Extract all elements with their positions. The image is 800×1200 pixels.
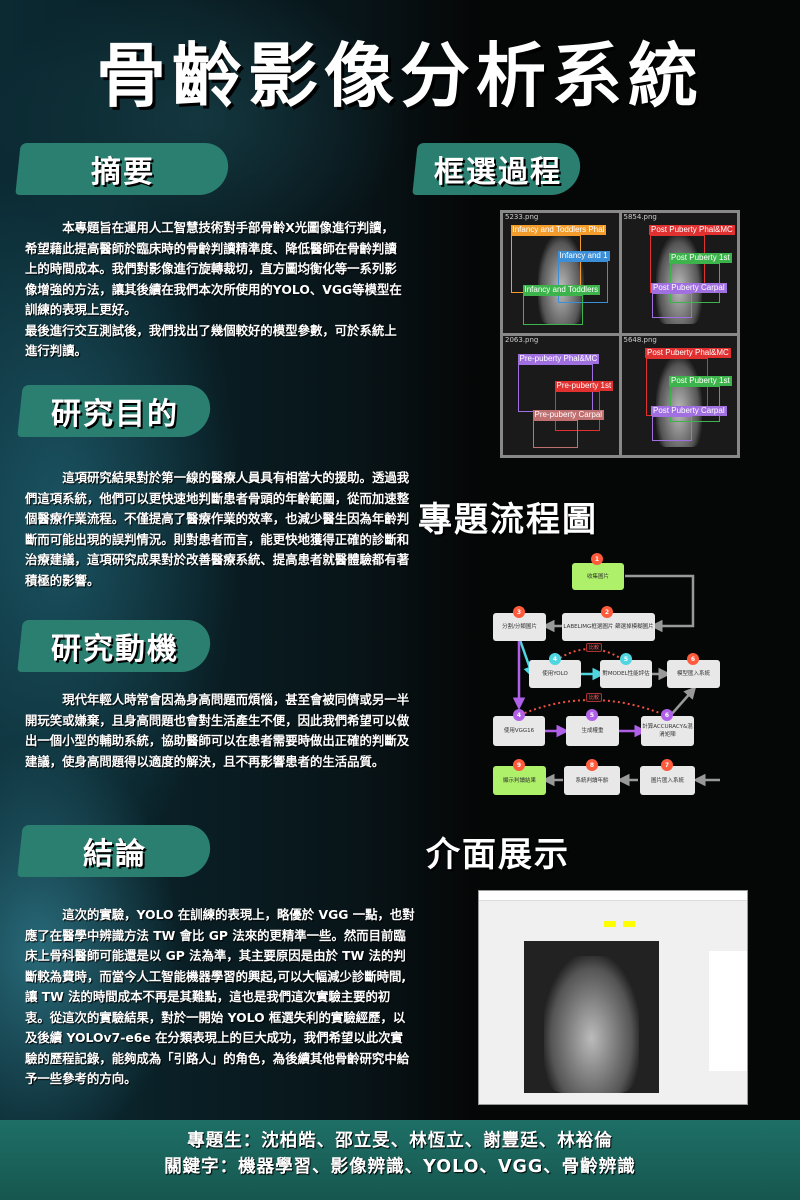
step-number: 1 xyxy=(591,553,603,565)
box-label: Post Puberty 1st xyxy=(669,253,732,263)
step-number: 6 xyxy=(661,709,673,721)
box-label: Infancy and Toddlers Phal xyxy=(510,225,607,235)
xray-image: 2063.png Pre-puberty Phal&MC Pre-puberty… xyxy=(503,335,619,455)
box-label: Post Puberty 1st xyxy=(669,375,732,386)
compare-tag: 比較 xyxy=(586,643,603,652)
purpose-text: 這項研究結果對於第一線的醫療人員具有相當大的援助。透過我們這項系統，他們可以更快… xyxy=(25,468,410,591)
step-number: 4 xyxy=(549,653,561,665)
xray-image: 5233.png Infancy and Toddlers Phal Infan… xyxy=(503,213,619,333)
interface-screenshot xyxy=(478,890,748,1105)
file-name: 5233.png xyxy=(505,213,539,221)
box-label: Post Puberty Carpal xyxy=(651,405,727,416)
purpose-heading: 研究目的 xyxy=(51,397,179,432)
motivation-heading: 研究動機 xyxy=(51,632,179,667)
students: 專題生：沈柏皓、邵立旻、林恆立、謝豐廷、林裕倫 xyxy=(187,1131,613,1151)
poster-title: 骨齡影像分析系統 xyxy=(96,35,704,117)
boxing-images: 5233.png Infancy and Toddlers Phal Infan… xyxy=(500,210,740,458)
flow-step: LABELIMG框選圖片 篩選掉模糊圖片 xyxy=(562,613,655,641)
flow-step: 圖片匯入系統 xyxy=(640,766,695,795)
file-name: 2063.png xyxy=(505,335,539,344)
abstract-body: 本專題旨在運用人工智慧技術對手部骨齡X光圖像進行判讀，希望藉此提高醫師於臨床時的… xyxy=(25,220,402,317)
purpose-body: 這項研究結果對於第一線的醫療人員具有相當大的援助。透過我們這項系統，他們可以更快… xyxy=(25,470,410,588)
conclusion-banner: 結論 xyxy=(17,825,213,877)
box-label: Pre-puberty Carpal xyxy=(532,409,605,420)
flowchart: 收集圖片 LABELIMG框選圖片 篩選掉模糊圖片 分割/分類圖片 使用YOLO… xyxy=(490,550,720,810)
file-name: 5854.png xyxy=(623,213,657,221)
purpose-banner: 研究目的 xyxy=(17,385,213,437)
step-number: 2 xyxy=(601,606,613,618)
conclusion-text: 這次的實驗，YOLO 在訓練的表現上，略優於 VGG 一點，也對應了在醫學中辨識… xyxy=(25,905,415,1090)
abstract-text: 本專題旨在運用人工智慧技術對手部骨齡X光圖像進行判讀，希望藉此提高醫師於臨床時的… xyxy=(25,218,405,362)
step-number: 9 xyxy=(513,759,525,771)
box-label: Post Puberty Phal&MC xyxy=(649,225,735,235)
window-titlebar xyxy=(479,891,747,901)
step-number: 5 xyxy=(586,709,598,721)
step-number: 7 xyxy=(661,759,673,771)
flow-step: 生成權重 xyxy=(566,716,619,746)
file-name: 5648.png xyxy=(623,335,657,344)
motivation-body: 現代年輕人時常會因為身高問題而煩惱，甚至會被同儕或另一半開玩笑或嫌棄，且身高問題… xyxy=(25,692,410,769)
box-label: Pre-puberty Phal&MC xyxy=(517,353,600,364)
conclusion-heading: 結論 xyxy=(83,837,147,872)
motivation-banner: 研究動機 xyxy=(17,620,213,672)
interface-banner: 介面展示 xyxy=(407,825,587,877)
abstract-body2: 最後進行交互測試後，我們找出了幾個較好的模型參數，可於系統上進行判讀。 xyxy=(25,322,397,359)
flow-step: 計算ACCURACY&混淆矩陣 xyxy=(641,716,694,746)
boxing-banner: 框選過程 xyxy=(412,143,583,195)
box-label: Post Puberty Carpal xyxy=(651,283,727,293)
box-label: Pre-puberty 1st xyxy=(554,380,614,391)
motivation-text: 現代年輕人時常會因為身高問題而煩惱，甚至會被同儕或另一半開玩笑或嫌棄，且身高問題… xyxy=(25,690,410,772)
box-label: Infancy and Toddlers xyxy=(522,285,601,295)
box-label: Post Puberty Phal&MC xyxy=(645,347,731,358)
flowchart-heading: 專題流程圖 xyxy=(417,499,598,540)
app-button xyxy=(623,921,635,927)
footer: 專題生：沈柏皓、邵立旻、林恆立、謝豐廷、林裕倫 關鍵字：機器學習、影像辨識、YO… xyxy=(0,1120,800,1200)
interface-heading: 介面展示 xyxy=(425,834,570,875)
flow-step: 使用VGG16 xyxy=(493,716,545,746)
xray-display xyxy=(524,941,659,1093)
keywords: 關鍵字：機器學習、影像辨識、YOLO、VGG、骨齡辨識 xyxy=(164,1157,636,1177)
xray-image: 5648.png Post Puberty Phal&MC Post Puber… xyxy=(621,335,737,455)
result-panel xyxy=(709,951,747,1071)
flow-step: 收集圖片 xyxy=(572,563,624,590)
step-number: 4 xyxy=(513,709,525,721)
box-label: Infancy and 1 xyxy=(557,251,610,261)
conclusion-body: 這次的實驗，YOLO 在訓練的表現上，略優於 VGG 一點，也對應了在醫學中辨識… xyxy=(25,907,415,1086)
boxing-heading: 框選過程 xyxy=(433,155,562,190)
compare-tag: 比較 xyxy=(586,693,603,702)
xray-image: 5854.png Post Puberty Phal&MC Post Puber… xyxy=(621,213,737,333)
flowchart-banner: 專題流程圖 xyxy=(407,490,607,542)
step-number: 5 xyxy=(620,653,632,665)
abstract-banner: 摘要 xyxy=(15,143,231,195)
step-number: 6 xyxy=(687,653,699,665)
abstract-heading: 摘要 xyxy=(91,155,155,190)
step-number: 3 xyxy=(513,606,525,618)
flow-arrows xyxy=(512,574,720,787)
app-button xyxy=(604,921,616,927)
step-number: 8 xyxy=(586,759,598,771)
